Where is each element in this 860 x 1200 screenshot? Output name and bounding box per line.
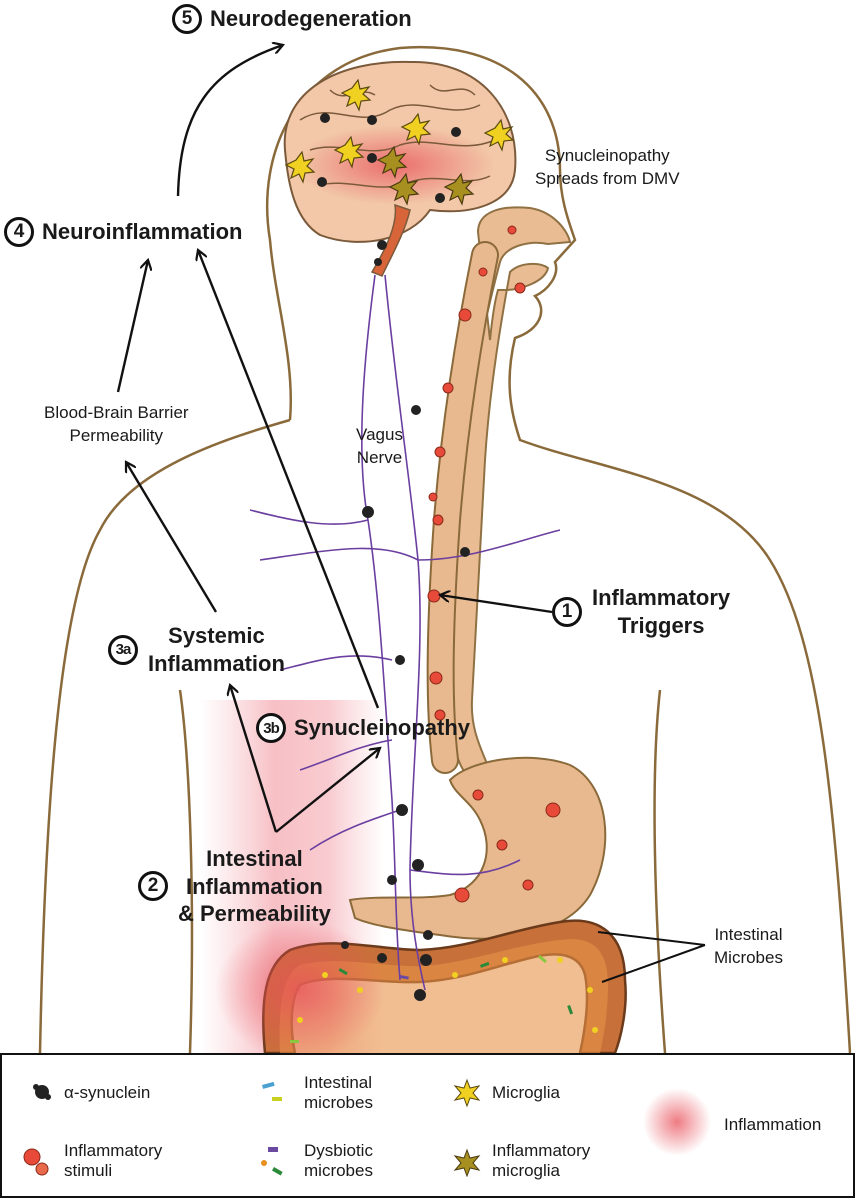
step-number-2: 2: [138, 871, 168, 902]
microglia-cluster: [284, 78, 515, 184]
legend-inflammatory-microglia: Inflammatory microglia: [492, 1141, 590, 1182]
colon-inflammation: [215, 920, 385, 1060]
step-3a-systemic-inflammation: 3a Systemic Inflammation: [108, 622, 285, 677]
bbb-label-line2: Permeability: [69, 425, 164, 445]
step-number-3a: 3a: [108, 634, 138, 665]
microglia-icon: [453, 1078, 481, 1107]
step-number-3b: 3b: [256, 713, 286, 743]
arrow-1-to-esophagus: [440, 595, 553, 614]
step-2-label-line1: Intestinal: [206, 846, 303, 871]
intestinal-microbes: [290, 954, 598, 1043]
legend: α-synuclein Inflammatory stimuli Intesti…: [0, 1053, 855, 1198]
synuclein-aggregates-brain: [317, 113, 461, 266]
legend-inflammatory-microglia-line2: microglia: [492, 1161, 561, 1181]
arrow-3b-to-4: [198, 250, 380, 709]
microbe-pointer-lines: [597, 931, 706, 983]
arrow-bbb-to-4: [116, 260, 148, 393]
intestinal-microbes-label-line2: Microbes: [714, 947, 783, 967]
step-5-neurodegeneration: 5 Neurodegeneration: [172, 4, 412, 34]
arrow-3a-to-bbb: [126, 462, 218, 613]
intestinal-microbes-label: Intestinal Microbes: [714, 924, 783, 970]
legend-inflammatory-stimuli-line2: stimuli: [64, 1161, 113, 1181]
step-4-label: Neuroinflammation: [42, 219, 243, 244]
step-3a-label-line2: Inflammation: [148, 650, 285, 676]
step-1-label-line2: Triggers: [617, 612, 705, 638]
intestinal-microbes-icon: [262, 1081, 282, 1101]
legend-intestinal-microbes-line2: microbes: [304, 1093, 373, 1113]
spread-label-line1: Synucleinopathy: [544, 146, 670, 165]
step-1-label-line1: Inflammatory: [592, 585, 731, 610]
legend-inflammatory-stimuli: Inflammatory stimuli: [64, 1141, 162, 1182]
legend-dysbiotic-microbes-line1: Dysbiotic: [304, 1141, 373, 1160]
legend-inflammation-label: Inflammation: [724, 1115, 822, 1134]
vagus-label: Vagus Nerve: [356, 424, 403, 470]
arrow-4-to-5: [176, 45, 283, 197]
vagus-nerve: [249, 274, 561, 991]
inflammatory-microglia-cluster: [376, 145, 475, 206]
legend-inflammatory-stimuli-line1: Inflammatory: [64, 1141, 163, 1160]
step-1-inflammatory-triggers: 1 Inflammatory Triggers: [552, 584, 730, 639]
inflammatory-microglia-icon: [453, 1148, 481, 1177]
step-3b-synucleinopathy: 3b Synucleinopathy: [256, 713, 470, 743]
legend-synuclein-label: α-synuclein: [64, 1083, 151, 1102]
arrow-2-to-3a: [230, 685, 278, 833]
step-2-label-line2: Inflammation: [185, 873, 323, 899]
pathway-arrows: [116, 45, 553, 833]
step-number-5: 5: [172, 4, 202, 34]
step-4-neuroinflammation: 4 Neuroinflammation: [4, 217, 242, 247]
dysbiotic-microbes-icon: [261, 1147, 283, 1176]
step-2-label-line3: & Permeability: [178, 901, 331, 926]
bbb-label: Blood-Brain Barrier Permeability: [44, 402, 189, 448]
step-5-label: Neurodegeneration: [210, 6, 412, 31]
step-2-intestinal-inflammation: 2 Intestinal Inflammation & Permeability: [138, 845, 331, 928]
spread-label: Synucleinopathy Spreads from DMV: [535, 145, 680, 191]
legend-intestinal-microbes: Intestinal microbes: [304, 1073, 373, 1114]
step-number-1: 1: [552, 596, 582, 627]
step-number-4: 4: [4, 217, 34, 247]
legend-microglia-label: Microglia: [492, 1083, 561, 1102]
legend-intestinal-microbes-line1: Intestinal: [304, 1073, 373, 1092]
vagus-label-line2: Nerve: [356, 447, 403, 467]
inflammatory-stimuli-icon: [23, 1148, 49, 1176]
legend-dysbiotic-microbes-line2: microbes: [304, 1161, 373, 1181]
legend-dysbiotic-microbes: Dysbiotic microbes: [304, 1141, 373, 1182]
step-3b-label: Synucleinopathy: [294, 715, 471, 740]
inflammation-icon: [643, 1088, 711, 1156]
synuclein-aggregates-nerve: [341, 405, 470, 1001]
legend-inflammatory-microglia-line1: Inflammatory: [492, 1141, 591, 1160]
spread-label-line2: Spreads from DMV: [535, 168, 680, 188]
bbb-label-line1: Blood-Brain Barrier: [44, 403, 189, 422]
synuclein-icon: [33, 1084, 51, 1100]
step-3a-label-line1: Systemic: [168, 623, 265, 648]
body-outline: [38, 45, 852, 1054]
inflammatory-stimuli: [427, 225, 561, 903]
vagus-label-line1: Vagus: [356, 425, 403, 444]
intestinal-microbes-label-line1: Intestinal: [714, 925, 783, 944]
arrow-2-to-3b: [275, 748, 380, 833]
stomach: [348, 756, 607, 940]
